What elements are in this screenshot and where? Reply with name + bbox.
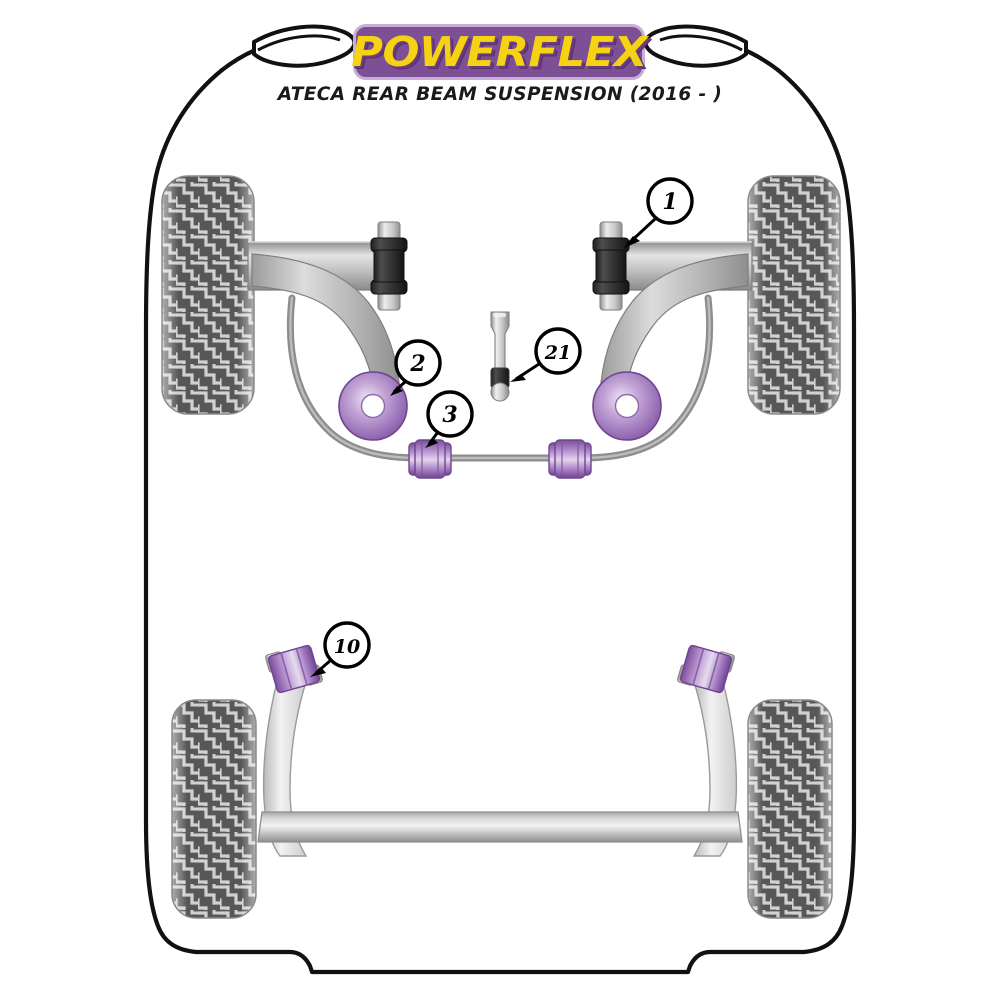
anti-roll-bar: [286, 294, 714, 462]
callout-10-arrowhead: [310, 667, 326, 677]
callout-3-arrowhead: [425, 438, 438, 448]
callout-3[interactable]: 3: [425, 390, 474, 448]
callout-21[interactable]: 21: [510, 327, 582, 382]
callout-1-arrowhead: [624, 236, 640, 248]
rear-right-tyre: [747, 699, 833, 919]
callout-21-label: 21: [544, 342, 571, 364]
right-lower-arm-purple-bush: [592, 371, 662, 441]
logo-plate: [353, 24, 645, 80]
callout-21-arrowhead: [510, 374, 526, 382]
rear-axle-beam: [257, 811, 743, 843]
callout-2[interactable]: 2: [390, 339, 442, 396]
left-wing-mirror: [252, 24, 357, 68]
jack-pad-adaptor-tool: [490, 311, 510, 402]
right-wing-mirror: [643, 24, 748, 68]
callout-2-label: 2: [409, 351, 425, 377]
callout-2-circle[interactable]: [394, 339, 442, 387]
right-front-beam-bush: [592, 221, 630, 311]
page-title: ATECA REAR BEAM SUSPENSION (2016 - ): [277, 84, 723, 105]
callout-2-arrowhead: [390, 386, 403, 396]
right-anti-roll-bar-bush: [548, 439, 592, 479]
rear-left-tyre: [171, 699, 257, 919]
powerflex-logo: POWERFLEX: [351, 24, 647, 80]
front-left-tyre: [161, 175, 255, 415]
callout-1[interactable]: 1: [624, 177, 694, 248]
left-front-beam-bush: [370, 221, 408, 311]
callout-1-label: 1: [662, 189, 677, 215]
right-trailing-arm-bush: [677, 644, 735, 694]
callout-1-circle[interactable]: [646, 177, 694, 225]
left-anti-roll-bar-bush: [408, 439, 452, 479]
callout-10-circle[interactable]: [323, 621, 371, 669]
callout-3-label: 3: [442, 402, 457, 428]
callout-10-label: 10: [334, 636, 360, 658]
left-lower-arm-purple-bush: [338, 371, 408, 441]
front-right-tyre: [747, 175, 841, 415]
callout-3-circle[interactable]: [426, 390, 474, 438]
callout-10[interactable]: 10: [310, 621, 371, 677]
logo-text: POWERFLEX: [351, 28, 647, 76]
callout-21-circle[interactable]: [534, 327, 582, 375]
